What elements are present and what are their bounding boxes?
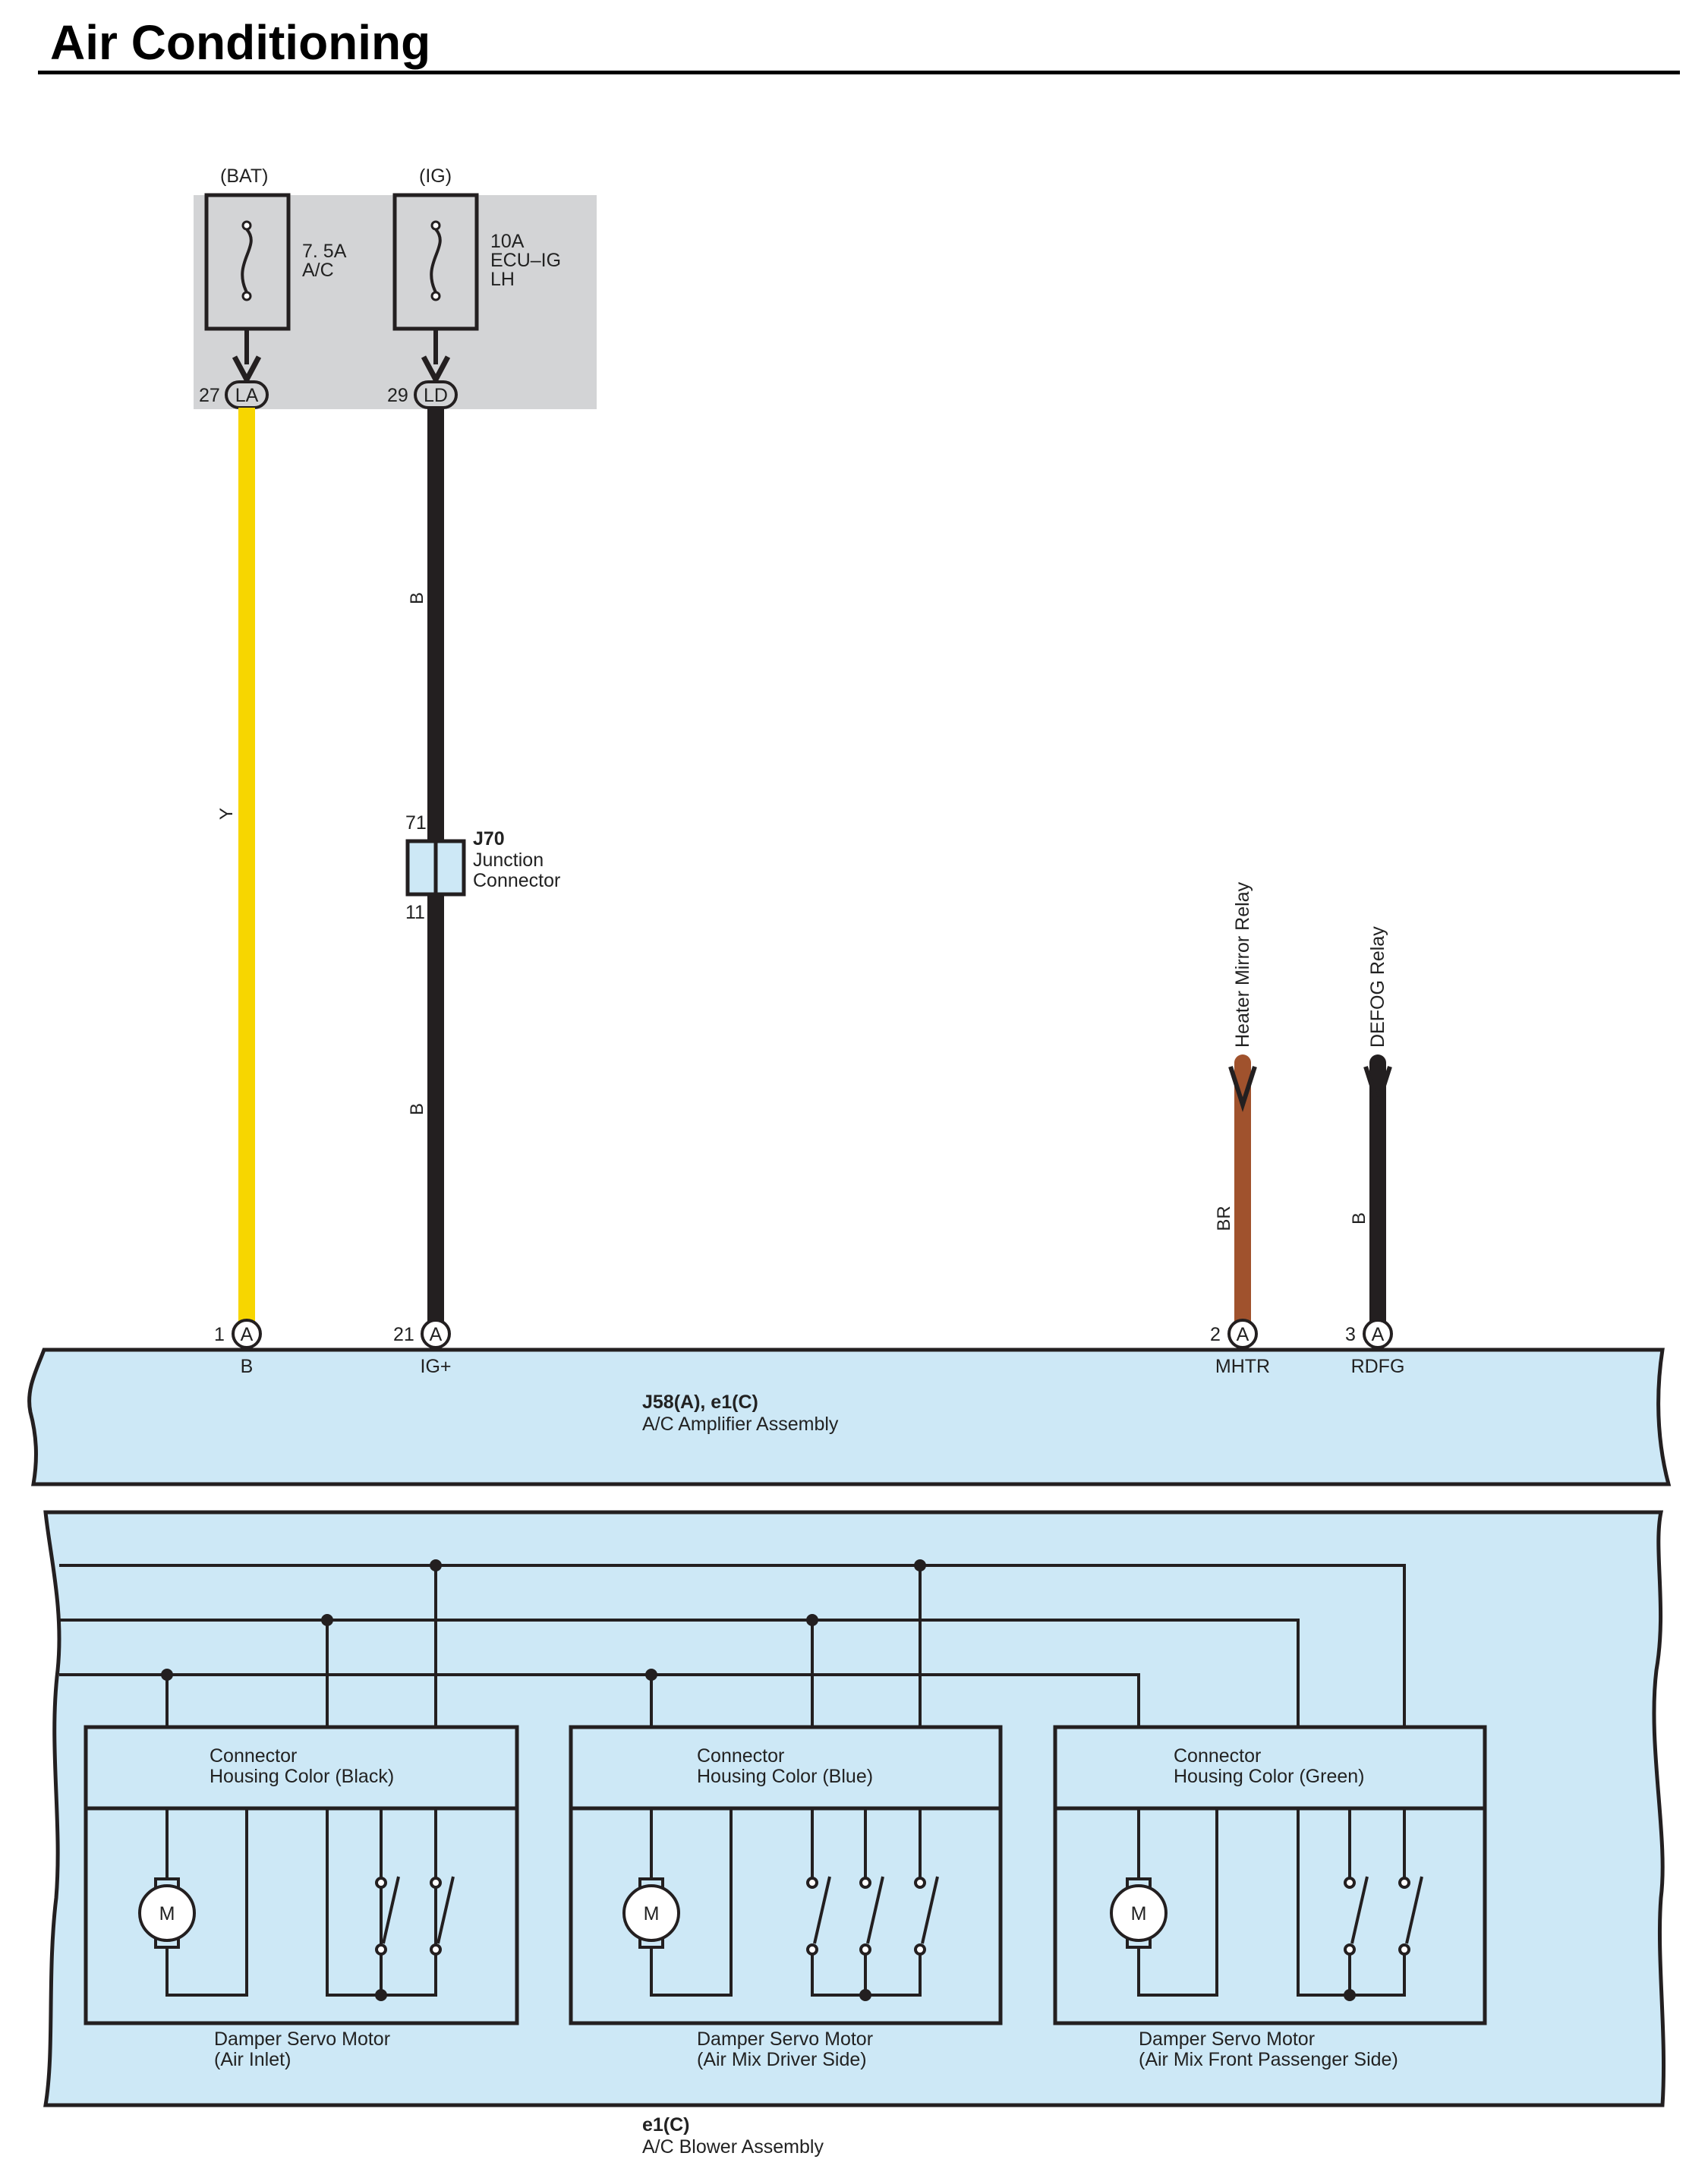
mirror-relay-arrow-icon: [1228, 1066, 1257, 1112]
defog-relay-arrow-icon: [1363, 1066, 1392, 1112]
blower-name: A/C Blower Assembly: [642, 2136, 824, 2158]
servo-motor-air-mix-passenger: Connector Housing Color (Green) M Damper…: [1053, 1725, 1487, 2070]
amplifier-pin-mhtr-label: MHTR: [1215, 1356, 1270, 1377]
servo-3-motor-icon: M: [1110, 1877, 1168, 1949]
fuse-2-name: ECU–IG: [490, 250, 561, 271]
mirror-relay-label: Heater Mirror Relay: [1232, 881, 1253, 1048]
servo-2-name2: (Air Mix Driver Side): [697, 2049, 867, 2070]
servo-1-switch-icon: [375, 1808, 455, 1956]
servo-2-switch-icon: [806, 1876, 939, 1956]
connector-ld-label: LD: [424, 385, 448, 406]
fuse-1-arrow-icon: [232, 355, 262, 386]
servo-1-conn2: Housing Color (Black): [210, 1766, 394, 1787]
amplifier-pin-rdfg-conn: A: [1372, 1324, 1385, 1345]
wire-yellow-label: Y: [216, 808, 237, 820]
servo-2-name1: Damper Servo Motor: [697, 2028, 873, 2050]
servo-1-name2: (Air Inlet): [214, 2049, 291, 2070]
wire-black-lower-label: B: [407, 1103, 427, 1115]
page-title: Air Conditioning: [50, 15, 430, 70]
amplifier-name: A/C Amplifier Assembly: [642, 1414, 839, 1435]
servo-3-name1: Damper Servo Motor: [1139, 2028, 1315, 2050]
title-rule: [38, 71, 1680, 74]
amplifier-pin-b-label: B: [241, 1356, 254, 1377]
servo-1-motor-symbol: M: [159, 1903, 175, 1924]
wire-black-upper-label: B: [407, 592, 427, 604]
amplifier-pin-ig-conn: A: [430, 1324, 443, 1345]
junction-line1: Junction: [473, 850, 544, 871]
servo-motor-air-inlet: Connector Housing Color (Black) M Damper…: [84, 1725, 519, 2070]
amplifier-pin-rdfg: A 3 RDFG: [1345, 1319, 1405, 1377]
amplifier-pin-ig-label: IG+: [421, 1356, 452, 1377]
defog-relay-label: DEFOG Relay: [1367, 926, 1388, 1048]
servo-2-conn1: Connector: [697, 1745, 784, 1767]
servo-3-conn2: Housing Color (Green): [1174, 1766, 1365, 1787]
amplifier-pin-b-conn: A: [241, 1324, 254, 1345]
amplifier-pin-rdfg-num: 3: [1345, 1324, 1356, 1345]
fuse-1-rating: 7. 5A: [302, 241, 347, 262]
amplifier-pin-mhtr-num: 2: [1210, 1324, 1221, 1345]
amplifier-pin-mhtr: A 2 MHTR: [1210, 1319, 1270, 1377]
fuse-2-rating: 10A: [490, 231, 525, 252]
amplifier-pin-ig-num: 21: [393, 1324, 414, 1345]
servo-2-motor-symbol: M: [644, 1903, 660, 1924]
servo-1-motor-icon: M: [138, 1877, 196, 1949]
servo-3-conn1: Connector: [1174, 1745, 1261, 1767]
blower-id: e1(C): [642, 2114, 690, 2136]
amplifier-pin-rdfg-label: RDFG: [1351, 1356, 1405, 1377]
amplifier-pin-b-num: 1: [214, 1324, 225, 1345]
servo-2-motor-icon: M: [622, 1877, 680, 1949]
fuse-1-name: A/C: [302, 260, 334, 281]
servo-motor-air-mix-driver: Connector Housing Color (Blue) M: [569, 1725, 1003, 2070]
wire-brown-label: BR: [1214, 1206, 1234, 1231]
amplifier-pin-mhtr-conn: A: [1237, 1324, 1249, 1345]
servo-2-conn2: Housing Color (Blue): [697, 1766, 873, 1787]
wire-black-defog-label: B: [1349, 1212, 1369, 1225]
servo-1-conn1: Connector: [210, 1745, 297, 1767]
fuse-1-icon: [241, 220, 253, 301]
junction-pin-top: 71: [405, 812, 427, 834]
connector-la-label: LA: [235, 385, 259, 406]
amplifier-pin-ig: A 21 IG+: [393, 1319, 452, 1377]
fuse-2-source: (IG): [419, 165, 452, 187]
junction-id: J70: [473, 828, 505, 850]
bus-junction-dots: [161, 1559, 926, 1681]
junction-line2: Connector: [473, 870, 560, 891]
servo-1-name1: Damper Servo Motor: [214, 2028, 390, 2050]
junction-pin-bottom: 11: [405, 902, 425, 923]
fuse-2-name2: LH: [490, 269, 515, 290]
fuse-1-source: (BAT): [220, 165, 268, 187]
ac-amplifier-assembly: [27, 1348, 1672, 1486]
connector-ld-pin: 29: [387, 385, 408, 406]
amplifier-id: J58(A), e1(C): [642, 1392, 758, 1413]
amplifier-pin-b: A 1 B: [214, 1319, 262, 1377]
servo-3-switch-icon: [1344, 1876, 1423, 1956]
blower-bus-lines: [59, 1564, 1406, 1727]
servo-3-motor-symbol: M: [1131, 1903, 1147, 1924]
fuse-2-arrow-icon: [421, 355, 451, 386]
fuse-2-icon: [430, 220, 442, 301]
servo-3-name2: (Air Mix Front Passenger Side): [1139, 2049, 1398, 2070]
connector-la-pin: 27: [199, 385, 220, 406]
